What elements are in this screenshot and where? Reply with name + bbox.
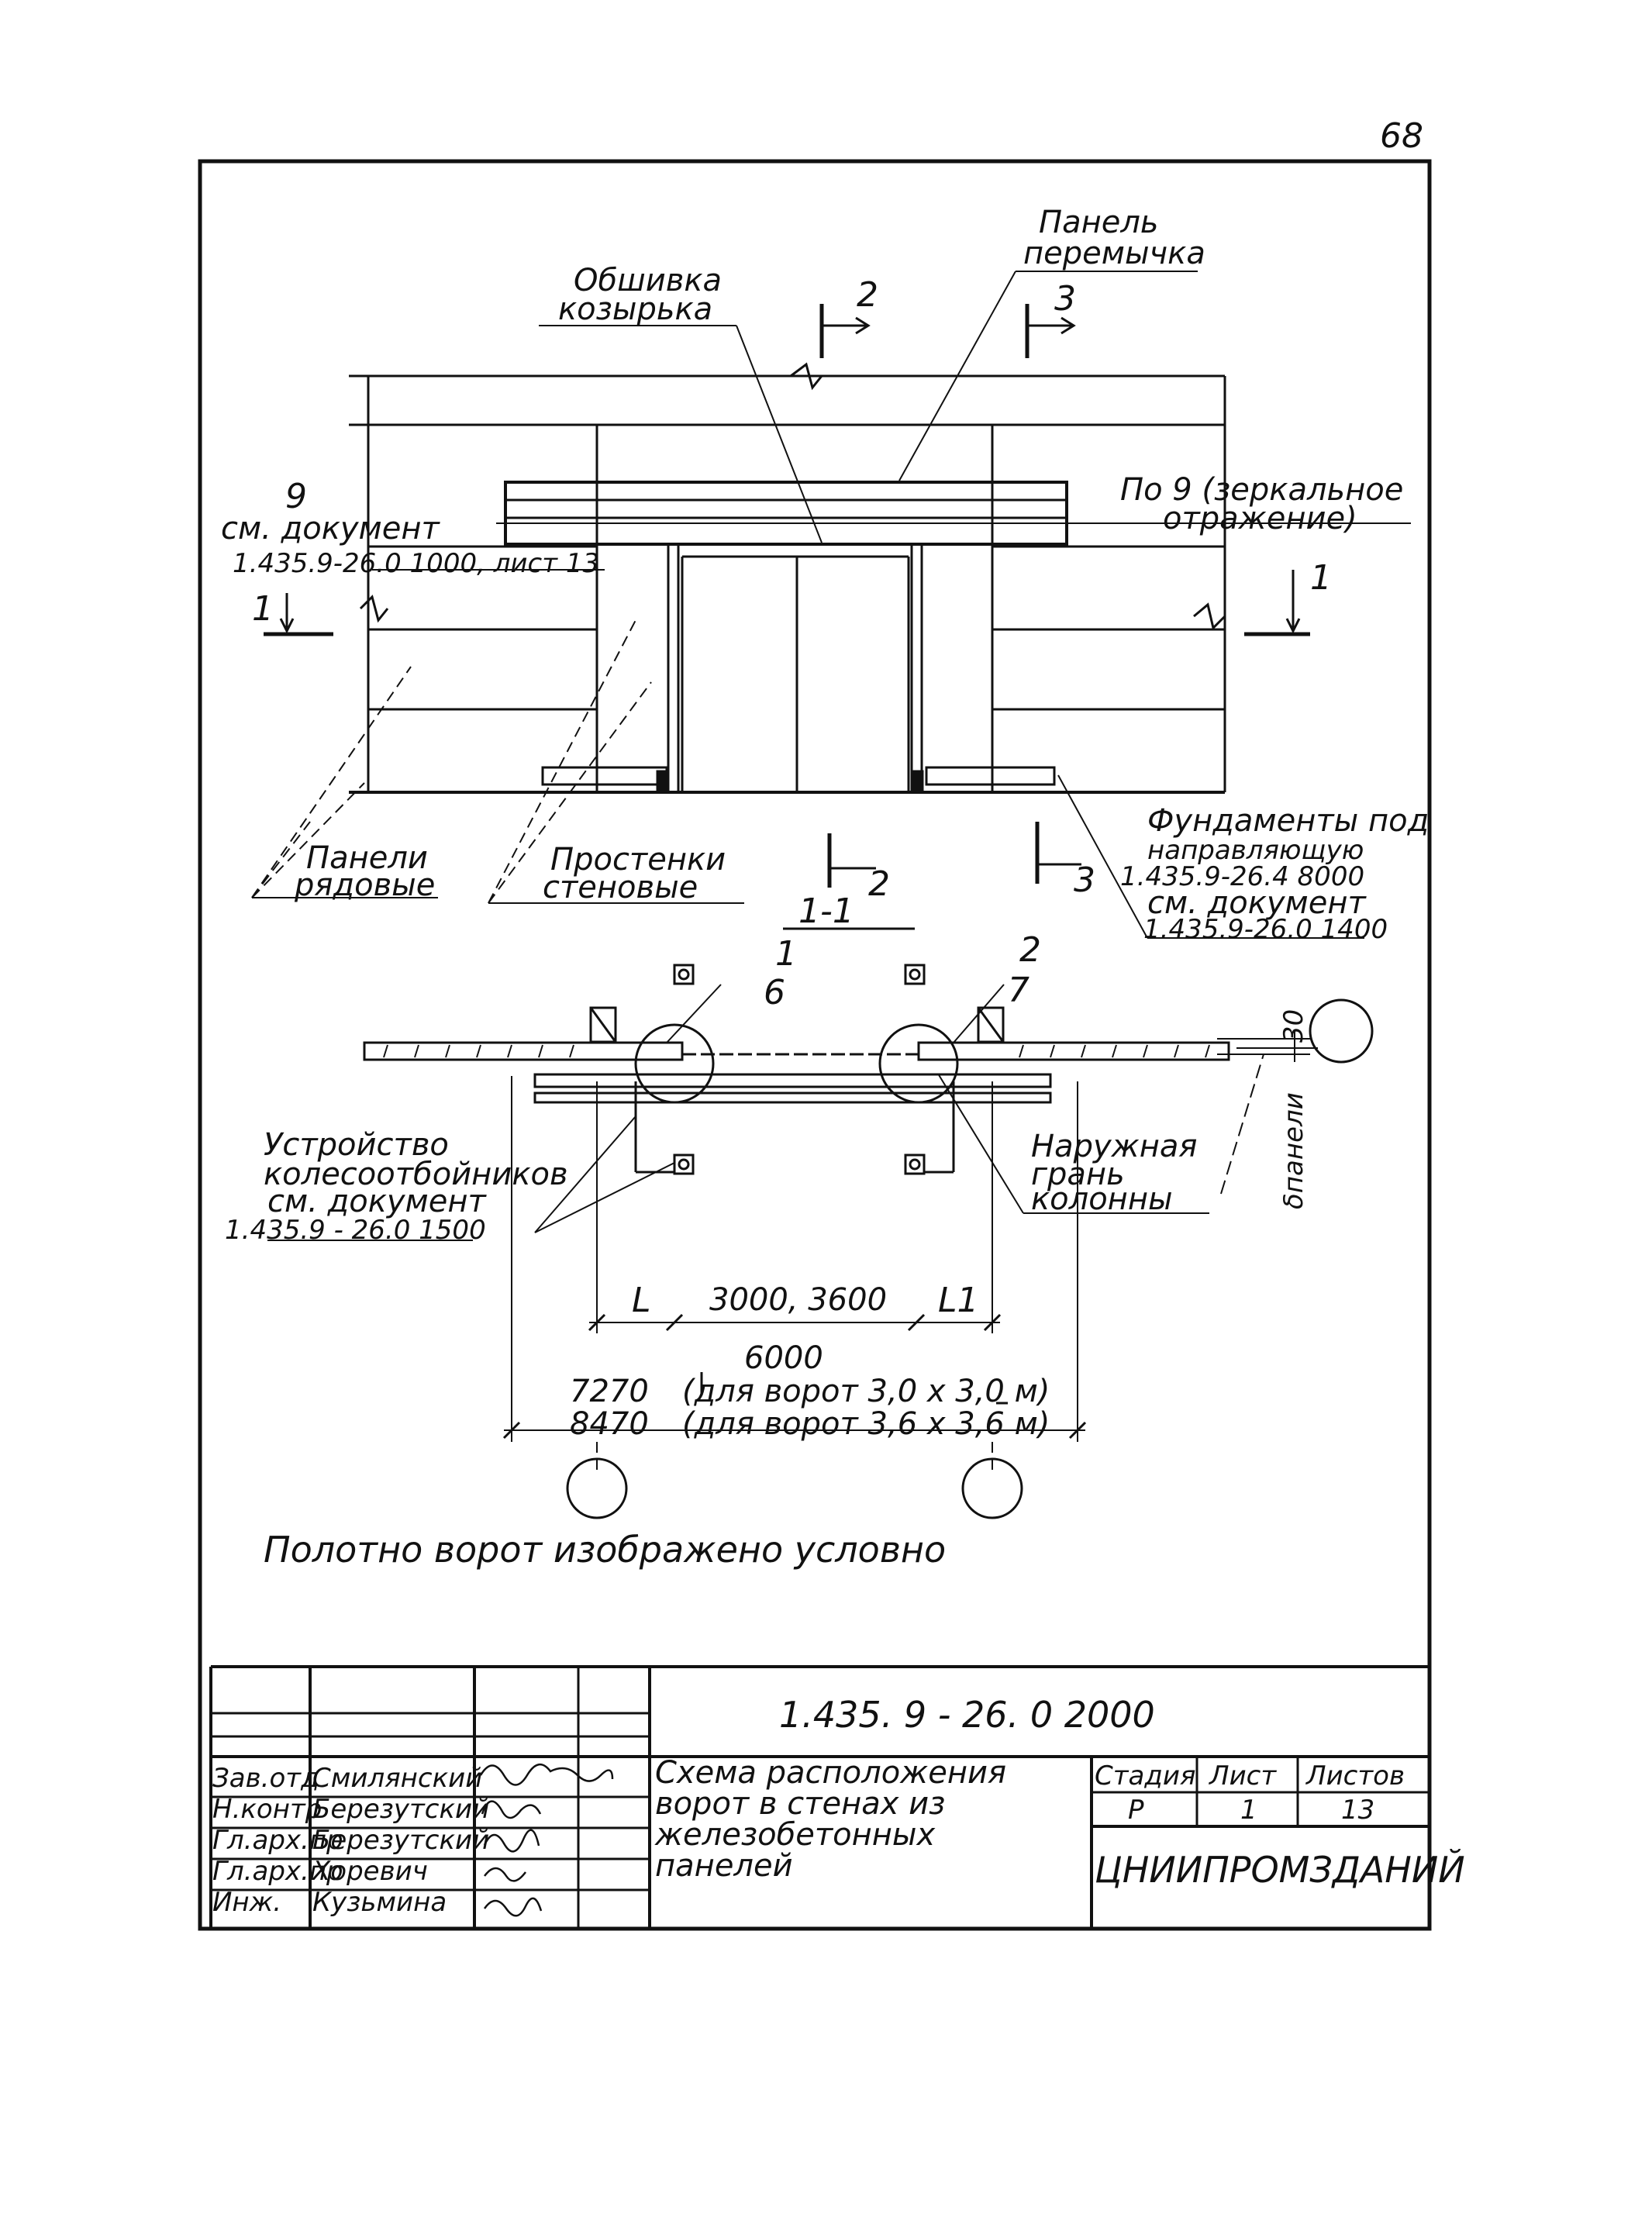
label-ref9-code: 1.435.9-26.0 1000, лист 13 [233, 548, 599, 579]
label-outer-face-3: колонны [1031, 1181, 1173, 1217]
label-outer-face-2: грань [1031, 1157, 1125, 1192]
signatures [479, 1764, 614, 1917]
label-wheel-guards-3: см. документ [267, 1184, 487, 1219]
label-foundations-3: 1.435.9-26.4 8000 [1120, 861, 1364, 892]
dim-7270-note: (для ворот 3,0 x 3,0 м) [682, 1374, 1050, 1409]
name-1: Смилянский [312, 1763, 482, 1794]
title-line-2: ворот в стенах из [655, 1786, 945, 1822]
label-foundations-2: направляющую [1147, 835, 1364, 866]
title-block-frame [209, 1665, 1430, 1929]
label-panels-row-1: Панели [306, 840, 428, 876]
title-line-4: панелей [655, 1848, 793, 1884]
label-ref9-num: 9 [285, 477, 307, 516]
section-3-bottom: 3 [1074, 860, 1095, 900]
node-1-num: 1 [775, 934, 797, 974]
dim-7270: 7270 [570, 1374, 649, 1409]
title-line-3: железобетонных [654, 1817, 936, 1853]
doc-code: 1.435. 9 - 26. 0 2000 [779, 1694, 1155, 1736]
label-wall-piers-2: стеновые [543, 870, 698, 905]
name-5: Кузьмина [312, 1887, 447, 1918]
label-ref9-doc: см. документ [221, 511, 440, 547]
label-foundations-5: 1.435.9-26.0 1400 [1143, 914, 1388, 945]
stage-label: Стадия [1095, 1760, 1195, 1791]
dim-L1: L1 [938, 1281, 979, 1320]
node-2-num: 2 [1019, 930, 1041, 970]
role-1: Зав.отд [212, 1763, 319, 1794]
label-panels-row-2: рядовые [294, 867, 435, 903]
role-5: Инж. [212, 1887, 281, 1918]
stage-value: Р [1128, 1795, 1144, 1826]
role-2: Н.контр [212, 1794, 322, 1825]
sheet-frame [198, 159, 1432, 1931]
label-panel-lintel-1: Панель [1039, 205, 1159, 240]
role-3: Гл.арх.пр [212, 1825, 343, 1856]
label-mirror-2: отражение) [1163, 501, 1357, 536]
node-1-sheet: 6 [764, 973, 785, 1012]
dim-8470: 8470 [570, 1406, 649, 1442]
label-foundations-4: см. документ [1147, 885, 1367, 921]
canopy [504, 481, 1068, 546]
sheet-value: 1 [1240, 1795, 1257, 1826]
label-panel-lintel-2: перемычка [1023, 236, 1205, 271]
sheet-label: Лист [1208, 1760, 1277, 1791]
gate-note: Полотно ворот изображено условно [264, 1529, 946, 1571]
organization: ЦНИИПРОМЗДАНИЙ [1095, 1849, 1465, 1891]
section-2-top: 2 [857, 275, 878, 315]
section-1-1-plan [267, 927, 1374, 1241]
dim-opening: 3000, 3600 [709, 1282, 887, 1318]
name-4: Хоревич [311, 1856, 428, 1887]
sheets-value: 13 [1341, 1795, 1374, 1826]
title-line-1: Схема расположения [655, 1755, 1006, 1791]
label-foundations-1: Фундаменты под [1147, 803, 1429, 839]
name-3: Березутский [312, 1825, 489, 1856]
label-wheel-guards-2: колесоотбойников [264, 1157, 568, 1192]
label-wall-piers-1: Простенки [550, 842, 726, 878]
section-2-bottom: 2 [868, 864, 890, 904]
leader-lines [251, 271, 1364, 939]
label-wheel-guards-1: Устройство [264, 1127, 449, 1163]
label-panel-thickness: δпанели [1278, 1092, 1309, 1209]
section-3-top: 3 [1054, 279, 1076, 319]
dim-8470-note: (для ворот 3,6 x 3,6 м) [682, 1406, 1050, 1442]
section-title-1-1: 1-1 [798, 891, 854, 931]
elevation-view [349, 362, 1411, 794]
dim-6000: 6000 [744, 1340, 823, 1376]
role-4: Гл.арх.пр [212, 1856, 343, 1887]
sheets-label: Листов [1305, 1760, 1405, 1791]
section-1-right: 1 [1310, 558, 1332, 598]
label-mirror-1: По 9 (зеркальное [1120, 472, 1403, 508]
dimension-lines [502, 1076, 1087, 1519]
label-outer-face-1: Наружная [1031, 1129, 1197, 1164]
section-markers [264, 304, 1310, 888]
section-1-left: 1 [252, 589, 274, 629]
node-2-sheet: 7 [1008, 971, 1029, 1010]
dim-30: 30 [1278, 1009, 1309, 1043]
label-wheel-guards-4: 1.435.9 - 26.0 1500 [225, 1215, 486, 1246]
label-canopy-lining-2: козырька [558, 291, 712, 327]
dim-L: L [632, 1281, 651, 1320]
name-2: Березутский [312, 1794, 489, 1825]
label-canopy-lining-1: Обшивка [574, 263, 722, 298]
page-number: 68 [1380, 116, 1423, 156]
